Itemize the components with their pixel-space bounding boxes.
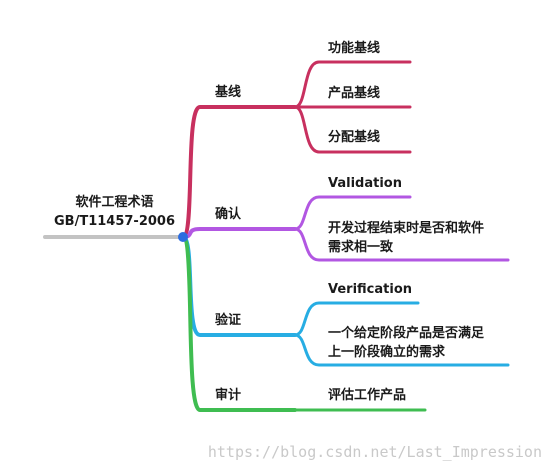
leaf-connector-validation-1 <box>293 195 412 231</box>
leaf-functional-baseline: 功能基线 <box>328 41 381 56</box>
root-subtitle: GB/T11457-2006 <box>54 214 175 229</box>
branch-connector-validation <box>181 227 297 239</box>
branch-connector-audit <box>181 235 297 412</box>
leaf-connector-validation-2 <box>293 227 510 262</box>
leaf-connector-verification-2 <box>293 333 510 367</box>
leaf-connector-verification-1 <box>293 301 420 337</box>
leaf-verification-definition: 一个给定阶段产品是否满足 上一阶段确立的需求 <box>328 326 485 360</box>
root-topic: 软件工程术语 GB/T11457-2006 <box>54 193 175 231</box>
branch-label-baseline: 基线 <box>215 85 242 100</box>
leaf-validation-definition: 开发过程结束时是否和软件 需求相一致 <box>328 221 485 255</box>
hub-node <box>178 232 188 242</box>
leaf-product-baseline: 产品基线 <box>328 86 381 101</box>
watermark: https://blog.csdn.net/Last_Impression <box>207 443 542 461</box>
branch-connector-baseline <box>181 105 297 239</box>
leaf-audit-definition: 评估工作产品 <box>328 388 407 403</box>
leaf-connector-baseline-1 <box>293 60 412 109</box>
branch-label-validation: 确认 <box>215 207 242 222</box>
branch-label-audit: 审计 <box>215 388 242 403</box>
root-title: 软件工程术语 <box>75 195 154 210</box>
branch-label-verification: 验证 <box>215 313 242 328</box>
leaf-connector-baseline-3 <box>293 105 412 154</box>
leaf-verification-term: Verification <box>328 282 413 297</box>
leaf-allocated-baseline: 分配基线 <box>328 130 381 145</box>
leaf-validation-term: Validation <box>328 176 402 191</box>
